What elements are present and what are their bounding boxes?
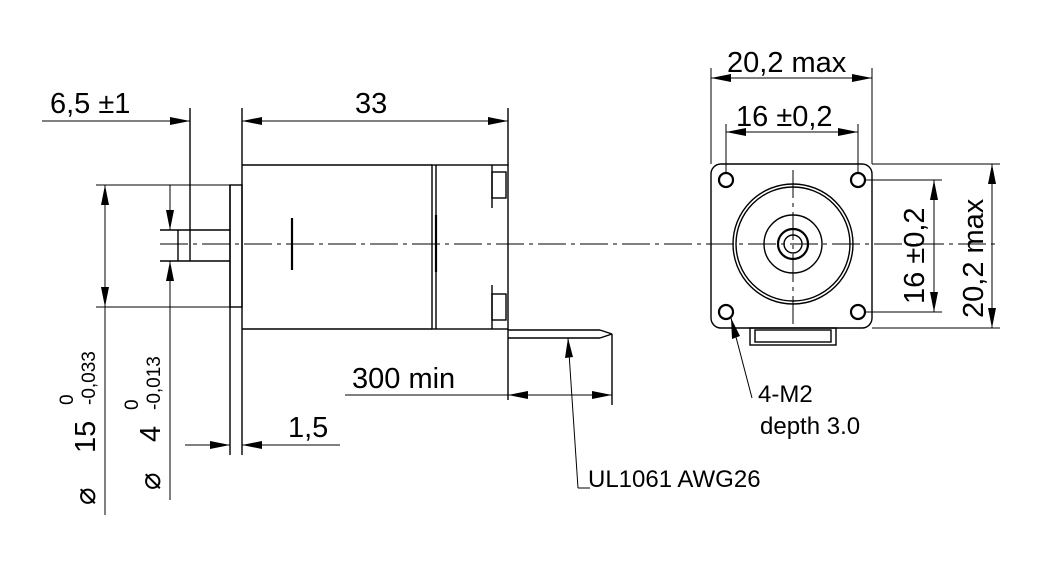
shaft-diameter-symbol: ⌀ bbox=[135, 473, 167, 490]
dim-flange-thickness: 6,5 ±1 bbox=[50, 88, 130, 120]
shaft-diameter-lower-tol: -0,013 bbox=[144, 356, 165, 410]
dim-flange-step: 1,5 bbox=[288, 412, 328, 444]
dimension-lines bbox=[42, 68, 1000, 515]
front-flange bbox=[189, 108, 243, 455]
dimension-labels: 6,5 ±1 33 20,2 max 16 ±0,2 16 ±0,2 20,2 … bbox=[50, 47, 990, 505]
connector bbox=[749, 327, 837, 346]
motor-body bbox=[242, 164, 432, 330]
pilot-diameter-symbol: ⌀ bbox=[70, 488, 102, 505]
dim-pilot-diameter: ⌀ 15 0 -0,033 bbox=[57, 351, 102, 505]
mounting-holes bbox=[717, 171, 867, 321]
dim-body-length: 33 bbox=[355, 88, 387, 120]
shaft bbox=[160, 229, 230, 262]
pilot-diameter-nominal: 15 bbox=[70, 421, 102, 453]
mounting-hole-tr bbox=[849, 171, 867, 189]
mounting-hole-bl bbox=[717, 303, 735, 321]
callout-holes-thread: 4-M2 bbox=[758, 381, 813, 408]
pilot-diameter-upper-tol: 0 bbox=[57, 394, 78, 405]
shaft-diameter-upper-tol: 0 bbox=[122, 399, 143, 410]
dim-shaft-diameter: ⌀ 4 0 -0,013 bbox=[122, 356, 167, 490]
dim-cable-length: 300 min bbox=[352, 363, 455, 395]
dim-height-side: 20,2 max bbox=[958, 198, 990, 318]
mounting-hole-tl bbox=[717, 171, 735, 189]
pilot-diameter-lower-tol: -0,033 bbox=[79, 351, 100, 405]
rear-cap bbox=[431, 108, 509, 400]
callout-cable: UL1061 AWG26 bbox=[588, 466, 761, 493]
mounting-hole-br bbox=[849, 303, 867, 321]
side-view bbox=[160, 108, 1000, 455]
cable bbox=[508, 329, 613, 405]
callout-holes-depth: depth 3.0 bbox=[760, 413, 860, 440]
dim-hole-spacing-side: 16 ±0,2 bbox=[899, 207, 931, 304]
front-view bbox=[710, 163, 873, 346]
dim-width-top: 20,2 max bbox=[727, 47, 847, 79]
shaft-diameter-nominal: 4 bbox=[135, 426, 167, 442]
dim-hole-spacing-top: 16 ±0,2 bbox=[736, 101, 833, 133]
